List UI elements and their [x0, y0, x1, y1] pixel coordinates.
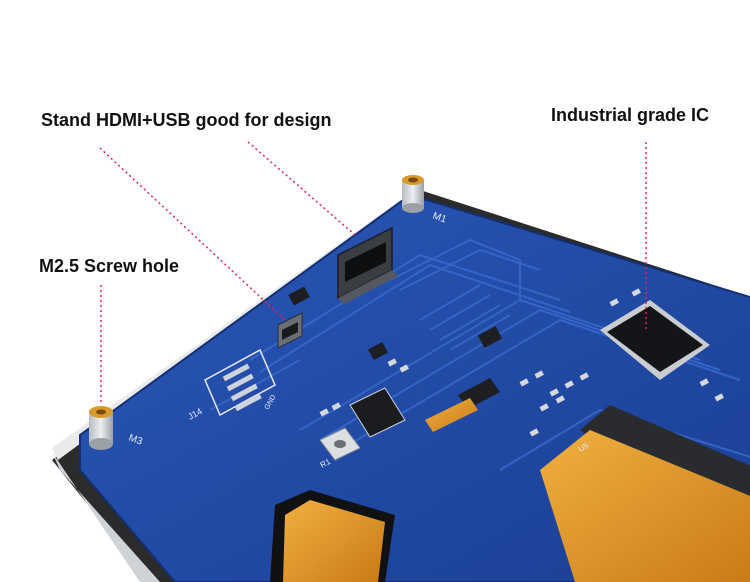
chip-small-1 — [288, 286, 310, 306]
annotation-screw-hole: M2.5 Screw hole — [39, 256, 180, 276]
standoff-m1 — [402, 175, 424, 213]
annotation-hdmi-usb: Stand HDMI+USB good for design — [41, 110, 332, 130]
standoff-m3 — [89, 406, 113, 450]
tactile-switch — [319, 427, 361, 461]
fpc-connector-small — [425, 378, 500, 432]
bottom-flex-window — [270, 490, 395, 582]
annotation-industrial-ic: Industrial grade IC — [551, 105, 710, 125]
hdmi-port — [337, 226, 398, 304]
chip-small-3 — [477, 326, 503, 348]
silkscreen-u5: U5 — [577, 441, 591, 454]
leader-hdmi — [247, 141, 356, 236]
usb-port — [277, 312, 303, 349]
smd-components — [319, 288, 724, 437]
leader-lines — [99, 141, 647, 402]
industrial-ic — [600, 300, 710, 380]
silkscreen-m1: M1 — [431, 210, 448, 225]
qfp-chip-small — [349, 387, 406, 438]
chip-small-2 — [368, 341, 388, 361]
flex-cable — [540, 405, 750, 582]
silkscreen-m3: M3 — [127, 432, 144, 447]
leader-usb — [99, 147, 286, 321]
silkscreen-r1: R1 — [319, 457, 333, 470]
j14-pads — [204, 348, 276, 417]
